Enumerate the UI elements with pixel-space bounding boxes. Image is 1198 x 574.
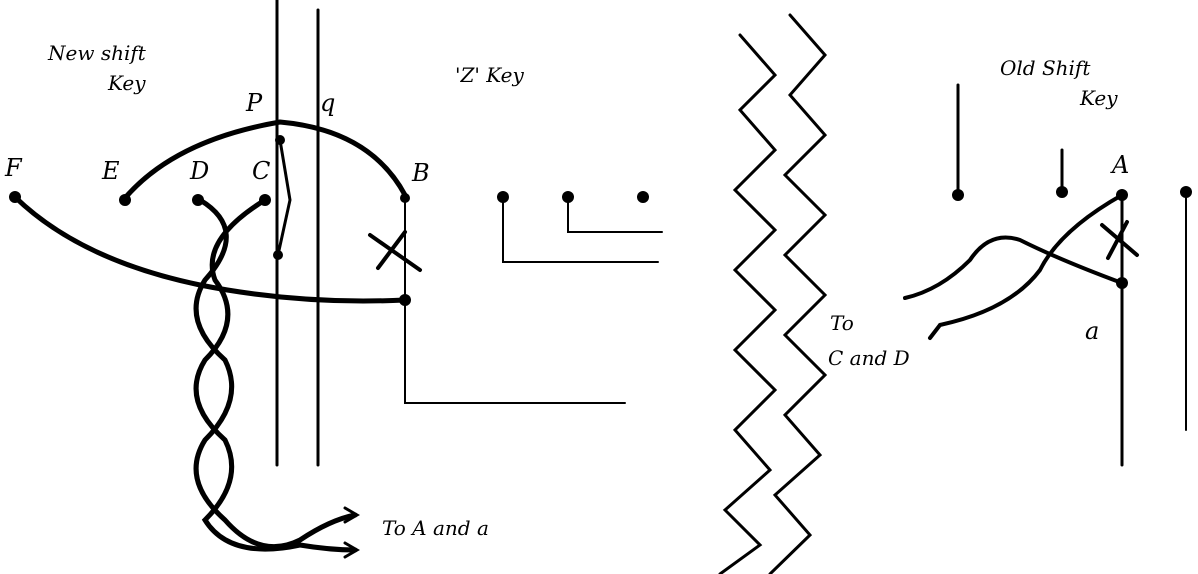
label-d: D: [190, 157, 210, 185]
label-p: P: [246, 89, 263, 117]
label-b: B: [412, 159, 430, 187]
twisted-wire-1: [193, 197, 358, 550]
break-zigzag-2: [768, 13, 828, 574]
label-old-shift-key: Old Shift: [1000, 56, 1091, 80]
old-twist-1: [928, 193, 1124, 340]
break-zigzag-1: [718, 33, 778, 574]
label-q: q: [320, 89, 336, 117]
z-wire-1: [502, 196, 659, 263]
contact-p: [276, 138, 292, 257]
wire-b: [404, 194, 626, 404]
label-new-shift-key: New shift: [48, 41, 146, 65]
label-to-a-and-a: To A and a: [382, 516, 489, 540]
label-z-key: 'Z' Key: [455, 63, 524, 87]
terminal-dots: [9, 135, 1192, 306]
z-wire-2: [567, 196, 663, 233]
label-a-upper: A: [1112, 151, 1130, 179]
label-old-shift-key-2: Key: [1080, 86, 1118, 110]
label-c: C: [252, 157, 271, 185]
label-e: E: [102, 157, 120, 185]
label-to-c-and-d-2: C and D: [828, 346, 910, 370]
label-to-c-and-d: To: [830, 311, 854, 335]
old-cross: [1100, 220, 1139, 260]
label-a-lower: a: [1085, 317, 1100, 345]
label-new-shift-key-2: Key: [108, 71, 146, 95]
arc-e-b: [122, 119, 408, 201]
arrow-heads: [343, 506, 360, 559]
wire-f: [12, 194, 408, 304]
old-twist-2: [903, 235, 1124, 300]
cross-mark: [368, 230, 422, 272]
twisted-wire-2: [193, 197, 358, 553]
label-f: F: [5, 154, 22, 182]
